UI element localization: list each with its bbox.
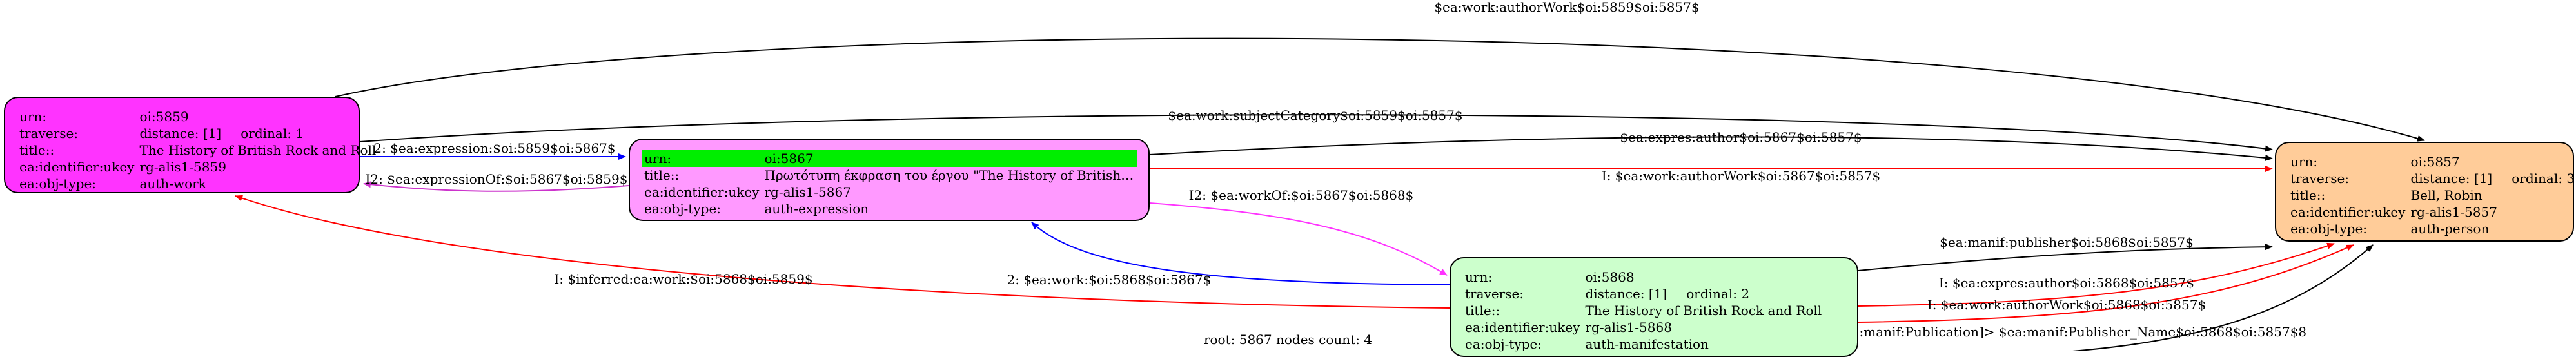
- edge-label-e9: 2: $ea:work:$oi:5868$oi:5867$: [1007, 272, 1212, 287]
- title-key: title::: [644, 168, 680, 183]
- edge-label-e6: I: $ea:work:authorWork$oi:5867$oi:5857$: [1602, 168, 1880, 184]
- node-oi-5868[interactable]: urn: oi:5868 traverse: distance: [1] ordina…: [1450, 257, 1858, 357]
- title-value: Πρωτότυπη έκφραση του έργου "The History…: [764, 168, 1137, 183]
- ukey-value: rg-alis1-5857: [2410, 204, 2497, 220]
- urn-key: urn:: [2290, 154, 2318, 169]
- edge-e13: [2072, 244, 2374, 351]
- urn-value: oi:5867: [762, 150, 1137, 167]
- edge-label-e2: $ea:work:subjectCategory$oi:5859$oi:5857…: [1168, 108, 1462, 123]
- edge-label-e8: $ea:manif:publisher$oi:5868$oi:5857$: [1940, 235, 2194, 250]
- edge-label-e5: $ea:expres:author$oi:5867$oi:5857$: [1620, 130, 1862, 145]
- ukey-key: ea:identifier:ukey: [644, 184, 760, 200]
- edge-e9: [1031, 222, 1450, 285]
- ukey-value: rg-alis1-5867: [764, 184, 851, 200]
- type-value: auth-person: [2410, 221, 2490, 236]
- edge-label-e3: 2: $ea:expression:$oi:5859$oi:5867$: [373, 140, 615, 156]
- type-key: ea:obj-type:: [644, 201, 722, 217]
- distance-value: distance: [1]: [1585, 286, 1667, 302]
- urn-value: oi:5868: [1585, 269, 1635, 285]
- ordinal-value: ordinal: 3: [2512, 171, 2575, 186]
- urn-value: oi:5857: [2410, 154, 2460, 169]
- edge-label-e1: $ea:work:authorWork$oi:5859$oi:5857$: [1434, 0, 1699, 15]
- urn-key: urn:: [642, 150, 762, 167]
- edge-e1: [335, 37, 2425, 142]
- edge-e4: [363, 181, 629, 192]
- ordinal-value: ordinal: 1: [241, 126, 304, 141]
- urn-value: oi:5859: [139, 109, 189, 124]
- edge-label-e4: I2: $ea:expressionOf:$oi:5867$oi:5859$: [366, 171, 628, 187]
- type-value: auth-expression: [764, 201, 869, 217]
- ukey-value: rg-alis1-5868: [1585, 320, 1672, 335]
- type-key: ea:obj-type:: [2290, 221, 2368, 236]
- edge-e7: [1149, 202, 1448, 276]
- node-oi-5867[interactable]: urn:oi:5867 title::Πρωτότυπη έκφραση του…: [629, 139, 1150, 221]
- ukey-key: ea:identifier:ukey: [2290, 204, 2406, 220]
- distance-value: distance: [1]: [139, 126, 222, 141]
- root-highlight-row: urn:oi:5867: [642, 150, 1137, 167]
- distance-value: distance: [1]: [2410, 171, 2493, 186]
- edge-e12: [1858, 244, 2354, 323]
- edge-label-e7: I2: $ea:workOf:$oi:5867$oi:5868$: [1189, 188, 1414, 203]
- edge-e2: [359, 114, 2273, 152]
- title-value: Bell, Robin: [2410, 188, 2483, 203]
- traverse-key: traverse:: [19, 126, 79, 141]
- title-key: title::: [2290, 188, 2326, 203]
- edge-label-e10: I: $inferred:ea:work:$oi:5868$oi:5859$: [554, 271, 812, 287]
- title-key: title::: [1465, 303, 1500, 318]
- node-oi-5859[interactable]: urn: oi:5859 traverse: distance: [1] ordina…: [4, 97, 376, 193]
- title-key: title::: [19, 142, 55, 158]
- edge-label-e12: I: $ea:work:authorWork$oi:5868$oi:5857$: [1927, 297, 2206, 313]
- edge-label-e11: I: $ea:expres:author$oi:5868$oi:5857$: [1939, 275, 2194, 291]
- title-value: The History of British Rock and Roll: [1585, 303, 1822, 318]
- edge-e5: [1149, 136, 2273, 161]
- edge-e11: [1858, 242, 2335, 307]
- edge-label-e13: [8 ea:manif:Publication]> $ea:manif:Publ…: [1827, 324, 2306, 340]
- ordinal-value: ordinal: 2: [1686, 286, 1750, 302]
- urn-key: urn:: [19, 109, 47, 124]
- ukey-value: rg-alis1-5859: [139, 159, 226, 175]
- graph-footer: root: 5867 nodes count: 4: [1203, 332, 1373, 347]
- ukey-key: ea:identifier:ukey: [1465, 320, 1580, 335]
- type-value: auth-manifestation: [1585, 336, 1709, 352]
- title-value: The History of British Rock and Roll: [139, 142, 377, 158]
- type-value: auth-work: [139, 176, 206, 191]
- traverse-key: traverse:: [1465, 286, 1524, 302]
- urn-key: urn:: [1465, 269, 1493, 285]
- traverse-key: traverse:: [2290, 171, 2350, 186]
- ukey-key: ea:identifier:ukey: [19, 159, 135, 175]
- node-oi-5857[interactable]: urn: oi:5857 traverse: distance: [1] ordina…: [2275, 142, 2575, 242]
- edge-e10: [235, 195, 1450, 309]
- type-key: ea:obj-type:: [19, 176, 97, 191]
- edge-e8: [1858, 244, 2273, 271]
- type-key: ea:obj-type:: [1465, 336, 1542, 352]
